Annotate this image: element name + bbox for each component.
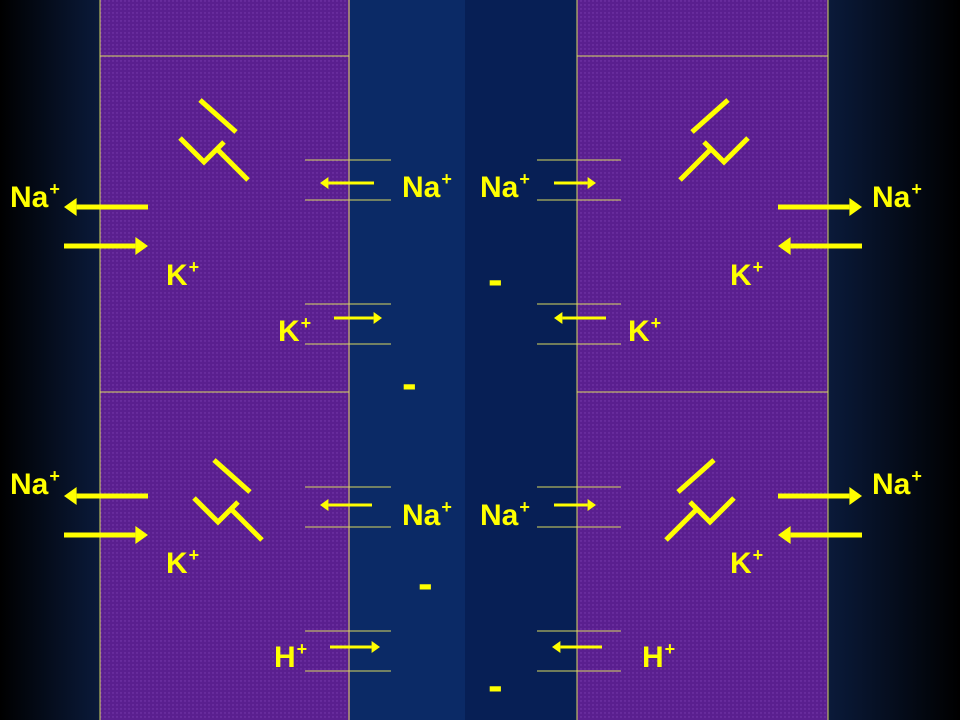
pumps	[178, 98, 750, 542]
arrow-k-apical-left	[334, 312, 382, 324]
label-k-cell-left-bottom: K+	[166, 545, 200, 580]
lumen-charge-3: -	[418, 559, 433, 608]
pump-left-top-stem	[214, 146, 250, 182]
pump-left-top	[178, 98, 250, 182]
cell-column-right	[577, 0, 828, 720]
arrow-k-apical-right-head	[554, 312, 563, 324]
arrow-k-in-right-top-head	[778, 237, 791, 255]
label-na-basolateral-right-bottom: Na+	[872, 466, 922, 501]
label-na-basolateral-left-top: Na+	[10, 179, 60, 214]
arrow-na-out-right-bottom-head	[849, 487, 862, 505]
arrow-k-apical-left-head	[373, 312, 382, 324]
cell-column-left	[100, 0, 350, 720]
label-k-apical-left: K+	[278, 313, 312, 348]
interstitium-right	[828, 0, 960, 720]
lumen-center	[465, 0, 577, 720]
lumen-charge-4: -	[488, 661, 503, 710]
arrow-na-apical-left-bottom	[320, 499, 372, 511]
arrow-h-apical-left	[330, 641, 380, 653]
lumen-charge-1: -	[488, 255, 503, 304]
arrow-na-out-right-bottom	[778, 487, 862, 505]
arrow-h-apical-right	[552, 641, 602, 653]
label-na-apical-right-bottom: Na+	[480, 497, 530, 532]
interstitium-left	[0, 0, 100, 720]
pump-right-top	[678, 98, 750, 182]
arrow-k-in-right-bottom-head	[778, 526, 791, 544]
pump-left-bottom	[192, 458, 264, 542]
label-na-basolateral-right-top: Na+	[872, 179, 922, 214]
pump-right-top-top	[690, 98, 730, 134]
arrow-na-apical-left-top-head	[320, 177, 329, 189]
arrow-na-out-left-top	[64, 198, 148, 216]
arrow-h-apical-left-head	[371, 641, 380, 653]
label-na-apical-right-top: Na+	[480, 169, 530, 204]
membranes	[99, 0, 829, 720]
arrow-k-in-left-bottom-head	[135, 526, 148, 544]
arrow-na-apical-left-top	[320, 177, 374, 189]
arrow-k-in-left-bottom	[64, 526, 148, 544]
label-na-basolateral-left-bottom: Na+	[10, 466, 60, 501]
pump-left-bottom-top	[212, 458, 252, 494]
label-na-apical-left-bottom: Na+	[402, 497, 452, 532]
pump-right-bottom-stem	[664, 506, 700, 542]
arrow-na-out-left-top-head	[64, 198, 77, 216]
arrow-k-in-left-top-head	[135, 237, 148, 255]
label-k-cell-right-bottom: K+	[730, 545, 764, 580]
pump-right-bottom-top	[676, 458, 716, 494]
label-na-apical-left-top: Na+	[402, 169, 452, 204]
arrow-k-in-left-top	[64, 237, 148, 255]
pump-right-top-stem	[678, 146, 714, 182]
arrow-na-apical-right-bottom	[554, 499, 596, 511]
arrow-na-out-left-bottom-head	[64, 487, 77, 505]
label-h-apical-left: H+	[274, 639, 308, 674]
pump-left-top-top	[198, 98, 238, 134]
pump-left-bottom-stem	[228, 506, 264, 542]
arrow-k-apical-right	[554, 312, 606, 324]
label-k-cell-left-top: K+	[166, 257, 200, 292]
arrow-k-in-right-bottom	[778, 526, 862, 544]
label-k-cell-right-top: K+	[730, 257, 764, 292]
arrows	[64, 177, 862, 653]
arrow-na-apical-right-top-head	[587, 177, 596, 189]
arrow-na-out-right-top	[778, 198, 862, 216]
arrow-na-out-right-top-head	[849, 198, 862, 216]
arrow-na-apical-right-bottom-head	[587, 499, 596, 511]
channels	[305, 159, 621, 672]
label-k-apical-right: K+	[628, 313, 662, 348]
pump-right-bottom	[664, 458, 736, 542]
arrow-na-apical-right-top	[554, 177, 596, 189]
arrow-k-in-right-top	[778, 237, 862, 255]
arrow-na-apical-left-bottom-head	[320, 499, 329, 511]
arrow-h-apical-right-head	[552, 641, 561, 653]
label-h-apical-right: H+	[642, 639, 676, 674]
lumen-charge-2: -	[402, 359, 417, 408]
arrow-na-out-left-bottom	[64, 487, 148, 505]
